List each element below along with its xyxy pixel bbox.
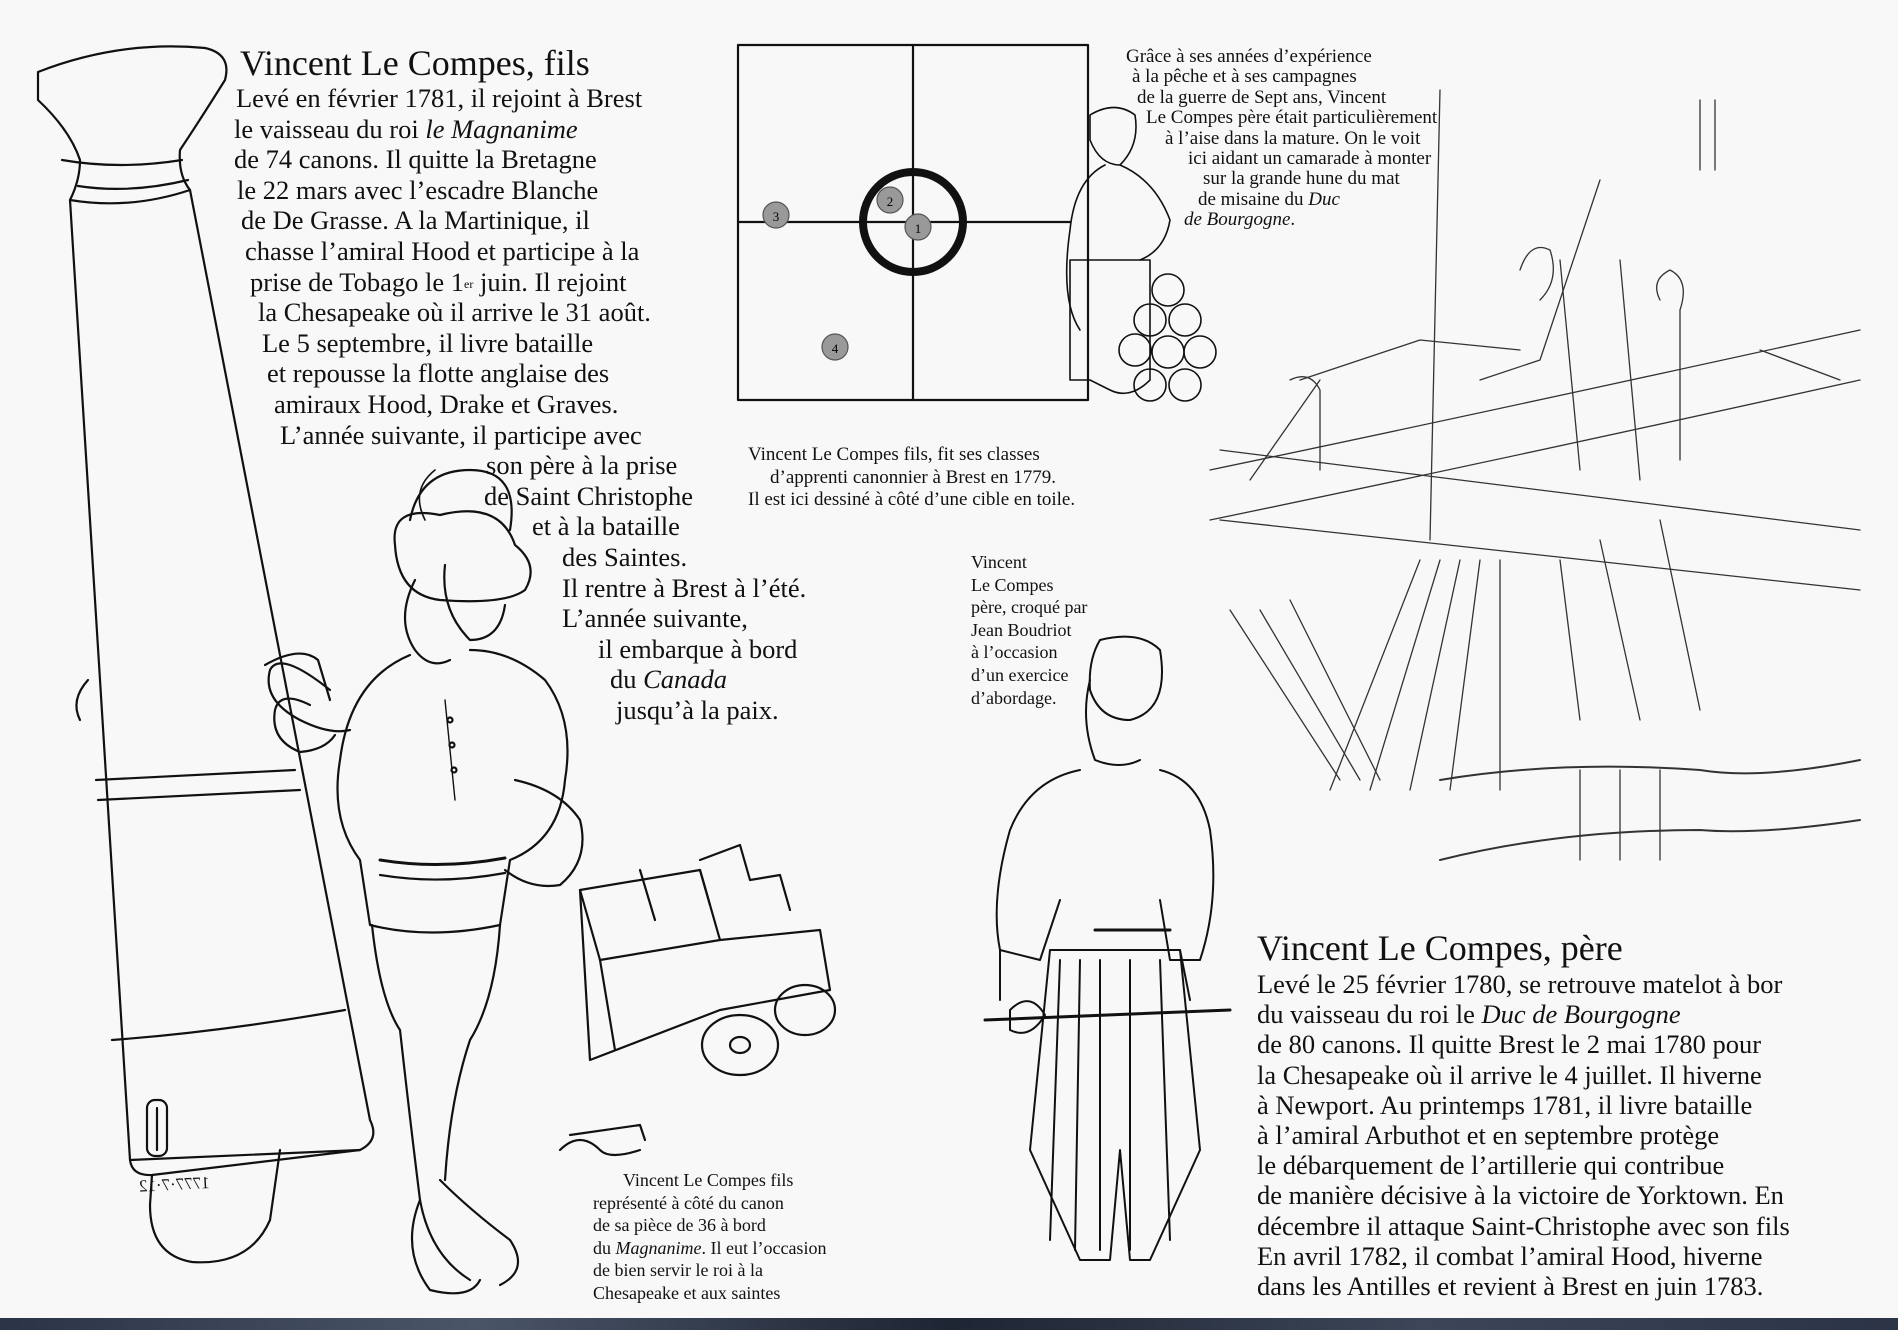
cannon-illustration <box>36 45 375 1264</box>
rigging-caption-line: à la pêche et à ses campagnes <box>1132 66 1357 88</box>
fils-body-line: Il rentre à Brest à l’été. <box>562 572 807 603</box>
pere-sketch-caption-line: d’un exercice <box>971 665 1069 685</box>
rigging-caption-line: à l’aise dans la mature. On le voit <box>1165 127 1421 149</box>
fils-body-line: son père à la prise <box>486 450 678 481</box>
target-mark-4: 4 <box>832 341 839 356</box>
rigging-caption-line: sur la grande hune du mat <box>1203 168 1400 190</box>
target-shot-2 <box>876 186 904 214</box>
fils-body-line: amiraux Hood, Drake et Graves. <box>274 389 619 419</box>
fils-body-line: du Canada <box>610 664 728 695</box>
cannon-caption-line: de sa pièce de 36 à bord <box>593 1215 766 1236</box>
cannon-inscription: 1777·7·12 <box>138 1173 210 1196</box>
fils-body-line: le 22 mars avec l’escadre Blanche <box>237 174 599 205</box>
ship-rigging-illustration <box>1209 89 1861 861</box>
rigging-caption-line: Le Compes père était particulièrement <box>1146 107 1438 129</box>
pere-body-line: le débarquement de l’artillerie qui cont… <box>1257 1150 1725 1181</box>
fils-body-line: L’année suivante, il participe avec <box>280 419 642 450</box>
rigging-caption-line: de la guerre de Sept ans, Vincent <box>1137 86 1387 108</box>
fils-body-line: et à la bataille <box>532 511 680 542</box>
fils-figure <box>263 468 584 1295</box>
fils-body-line: des Saintes. <box>562 542 688 572</box>
pere-body-line: Levé le 25 février 1780, se retrouve mat… <box>1257 969 1783 999</box>
pere-sketch-caption-line: père, croqué par <box>971 597 1088 618</box>
bottom-edge <box>0 1318 1898 1330</box>
pere-sketch-caption-line: Vincent <box>971 552 1027 572</box>
pere-body-line: du vaisseau du roi le Duc de Bourgogne <box>1257 999 1681 1030</box>
sailor-cannonballs-illustration <box>1065 106 1217 402</box>
pere-figure <box>983 635 1232 1261</box>
pere-body-line: décembre il attaque Saint-Christophe ave… <box>1257 1210 1790 1241</box>
cannon-caption-line: du Magnanime. Il eut l’occasion <box>593 1237 827 1258</box>
target-mark-2: 2 <box>887 194 894 209</box>
pere-body-line: de 80 canons. Il quitte Brest le 2 mai 1… <box>1257 1029 1762 1060</box>
pere-title: Vincent Le Compes, père <box>1257 928 1623 968</box>
target-mark-1: 1 <box>915 221 922 236</box>
cannon-caption-line: représenté à côté du canon <box>593 1192 784 1213</box>
fils-body-line: de Saint Christophe <box>484 480 694 511</box>
fils-body-line: chasse l’amiral Hood et participe à la <box>245 236 640 266</box>
fils-body-line: L’année suivante, <box>562 603 748 634</box>
pere-sketch-caption-line: à l’occasion <box>971 642 1058 663</box>
fils-body-line: Le 5 septembre, il livre bataille <box>262 327 594 358</box>
rigging-caption-line: ici aidant un camarade à monter <box>1188 148 1432 169</box>
fils-body-line: et repousse la flotte anglaise des <box>267 358 610 389</box>
target-shot-3 <box>762 201 790 229</box>
pere-sketch-caption-line: d’abordage. <box>971 687 1057 708</box>
fils-body-line: la Chesapeake où il arrive le 31 août. <box>258 297 651 328</box>
fils-body-line: prise de Tobago le 1er juin. Il rejoint <box>250 266 627 297</box>
pere-body-line: la Chesapeake où il arrive le 4 juillet.… <box>1257 1059 1762 1090</box>
pere-sketch-caption-line: Le Compes <box>971 574 1054 595</box>
pere-body-line: de manière décisive à la victoire de Yor… <box>1257 1180 1784 1211</box>
fils-body-line: de 74 canons. Il quitte la Bretagne <box>234 144 597 175</box>
rigging-caption-line: Grâce à ses années d’expérience <box>1126 46 1372 67</box>
cannon-caption-line: Vincent Le Compes fils <box>623 1170 794 1190</box>
rigging-caption-line: de Bourgogne. <box>1184 209 1296 231</box>
gun-carriage-illustration <box>558 843 837 1157</box>
pere-body-line: à Newport. Au printemps 1781, il livre b… <box>1257 1089 1753 1120</box>
target-caption-line: d’apprenti canonnier à Brest en 1779. <box>770 466 1056 488</box>
target-shots: 3 2 1 4 <box>762 186 932 361</box>
fils-body-line: de De Grasse. A la Martinique, il <box>241 205 590 236</box>
pere-body-line: En avril 1782, il combat l’amiral Hood, … <box>1257 1240 1763 1271</box>
fils-body-line: Levé en février 1781, il rejoint à Brest <box>236 83 643 113</box>
pere-body-line: dans les Antilles et revient à Brest en … <box>1257 1271 1764 1301</box>
fils-body-line: jusqu’à la paix. <box>616 695 779 725</box>
target-caption-line: Il est ici dessiné à côté d’une cible en… <box>748 489 1076 510</box>
target-illustration <box>736 43 1090 402</box>
pere-body-line: à l’amiral Arbuthot et en septembre prot… <box>1257 1120 1720 1150</box>
fils-body-line: le vaisseau du roi le Magnanime <box>234 113 578 144</box>
rigging-caption-line: de misaine du Duc <box>1198 188 1340 210</box>
target-mark-3: 3 <box>773 209 780 224</box>
target-shot-4 <box>821 333 849 361</box>
target-caption-line: Vincent Le Compes fils, fit ses classes <box>748 444 1040 465</box>
fils-title: Vincent Le Compes, fils <box>240 43 590 83</box>
cannon-caption-line: Chesapeake et aux saintes <box>593 1283 781 1303</box>
fils-body-line: il embarque à bord <box>598 633 798 664</box>
pere-sketch-caption-line: Jean Boudriot <box>971 619 1072 640</box>
target-shot-1 <box>904 213 932 241</box>
cannon-caption-line: de bien servir le roi à la <box>593 1260 763 1281</box>
